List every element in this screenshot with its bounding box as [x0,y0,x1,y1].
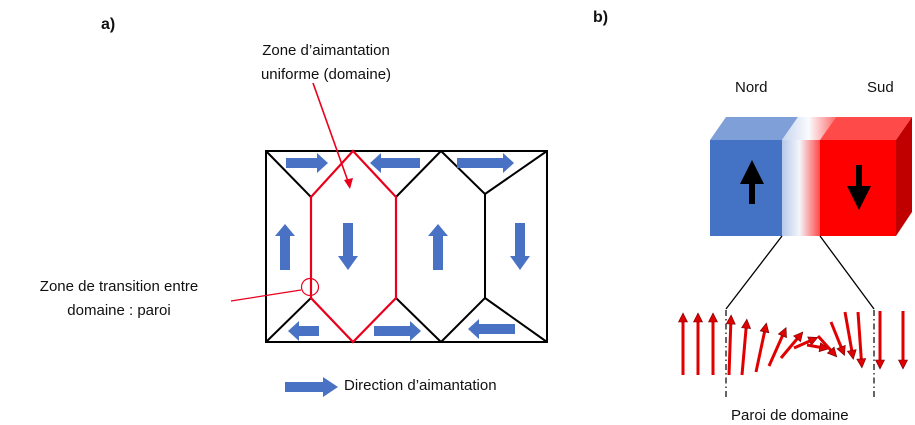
transition-label-1: Zone de transition entre [39,278,199,295]
spin-arrow-icon [843,311,857,360]
spin-arrow-icon [816,334,838,358]
spin-arrow-icon [793,336,819,350]
arrow-up-icon [428,224,448,270]
arrow-right-icon [457,153,514,173]
arrow-left-icon [370,153,420,173]
spin-arrow-icon [829,321,846,357]
transition-circle [300,277,320,297]
arrow-left-icon [468,319,515,339]
arrow-right-icon [286,153,328,173]
legend-label: Direction d’aimantation [344,377,497,394]
domain-zone-label-2: uniforme (domaine) [260,66,392,83]
north-label: Nord [735,79,768,96]
spin-arrow-icon [708,312,718,375]
spin-arrow-icon [693,312,703,375]
magnetization-arrows [275,153,530,397]
panel-a-label: a) [101,16,116,33]
south-label: Sud [867,79,894,96]
domain-structure [265,149,548,344]
arrow-up-icon [275,224,295,270]
north-block [710,140,783,236]
spin-arrow-icon [740,318,752,376]
spin-arrow-icon [856,311,867,369]
arrow-left-icon [288,321,319,341]
arrow-right-icon [374,321,421,341]
spin-arrow-icon [678,312,688,375]
wall-label: Paroi de domaine [731,407,849,424]
bar-magnet [710,117,912,400]
highlighted-domain [309,149,398,344]
domain-zone-label-1: Zone d’aimantation [262,42,390,59]
spin-arrow-icon [806,342,830,353]
panel-b-label: b) [593,9,609,26]
arrow-down-icon [338,223,358,270]
spin-arrow-icon [898,311,908,370]
transition-label-2: domaine : paroi [67,302,171,319]
legend-arrow-icon [285,377,338,397]
spin-arrow-icon [725,314,736,376]
spin-arrow-icon [754,322,770,373]
wall-block [782,140,821,236]
spin-arrow-icon [779,331,804,359]
spin-chain [678,311,908,376]
arrow-down-icon [510,223,530,270]
spin-arrow-icon [875,311,885,370]
callout-lines [230,82,353,302]
spin-arrow-icon [767,327,787,367]
